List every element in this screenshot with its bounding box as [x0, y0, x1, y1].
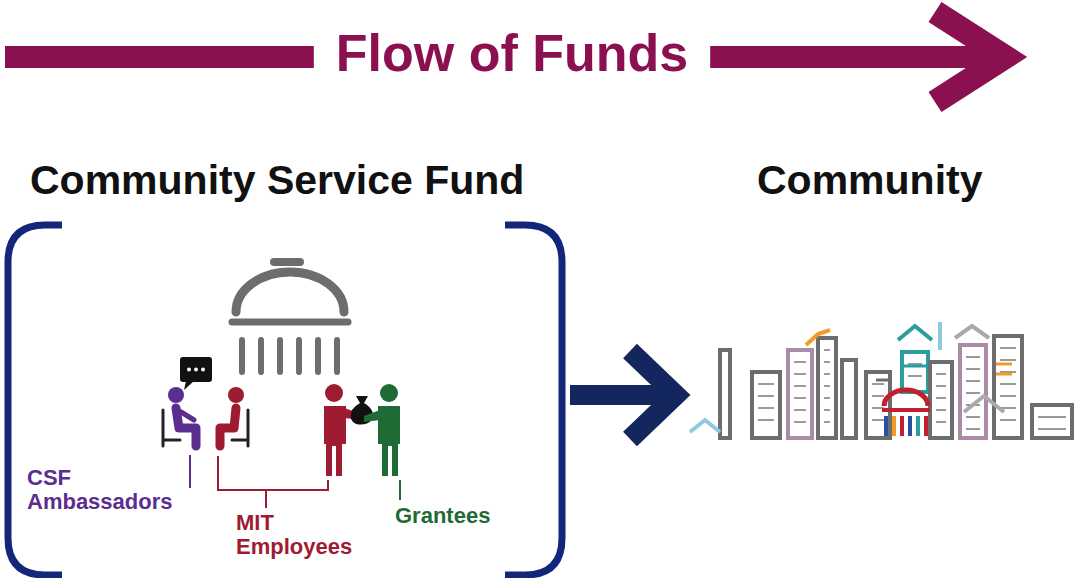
building-icon	[232, 258, 348, 372]
arrowhead	[630, 351, 676, 439]
bracket	[8, 225, 62, 575]
region-heading: Community	[757, 158, 983, 203]
ambassador-figure	[163, 387, 196, 446]
figure-label: MIT Employees	[236, 511, 376, 559]
leader-line	[218, 456, 328, 508]
leader-line	[189, 455, 191, 488]
diagram-title: Flow of Funds	[336, 25, 688, 82]
flow-bar	[5, 46, 314, 68]
flow-arrowhead	[935, 12, 1005, 102]
region-heading: Community Service Fund	[30, 158, 524, 203]
speech-bubble	[180, 357, 212, 390]
employee-figure	[220, 387, 248, 446]
grantee-figure	[364, 384, 400, 476]
figure-label: Grantees	[395, 504, 535, 528]
flow-bar	[710, 46, 995, 68]
leader-line	[399, 480, 401, 500]
city-illustration	[690, 322, 1072, 438]
figure-label: CSF Ambassadors	[27, 466, 177, 514]
flow-arrow	[570, 351, 676, 439]
community-region: Community	[688, 150, 1073, 445]
employee-figure	[324, 384, 362, 476]
bracket	[505, 225, 562, 575]
